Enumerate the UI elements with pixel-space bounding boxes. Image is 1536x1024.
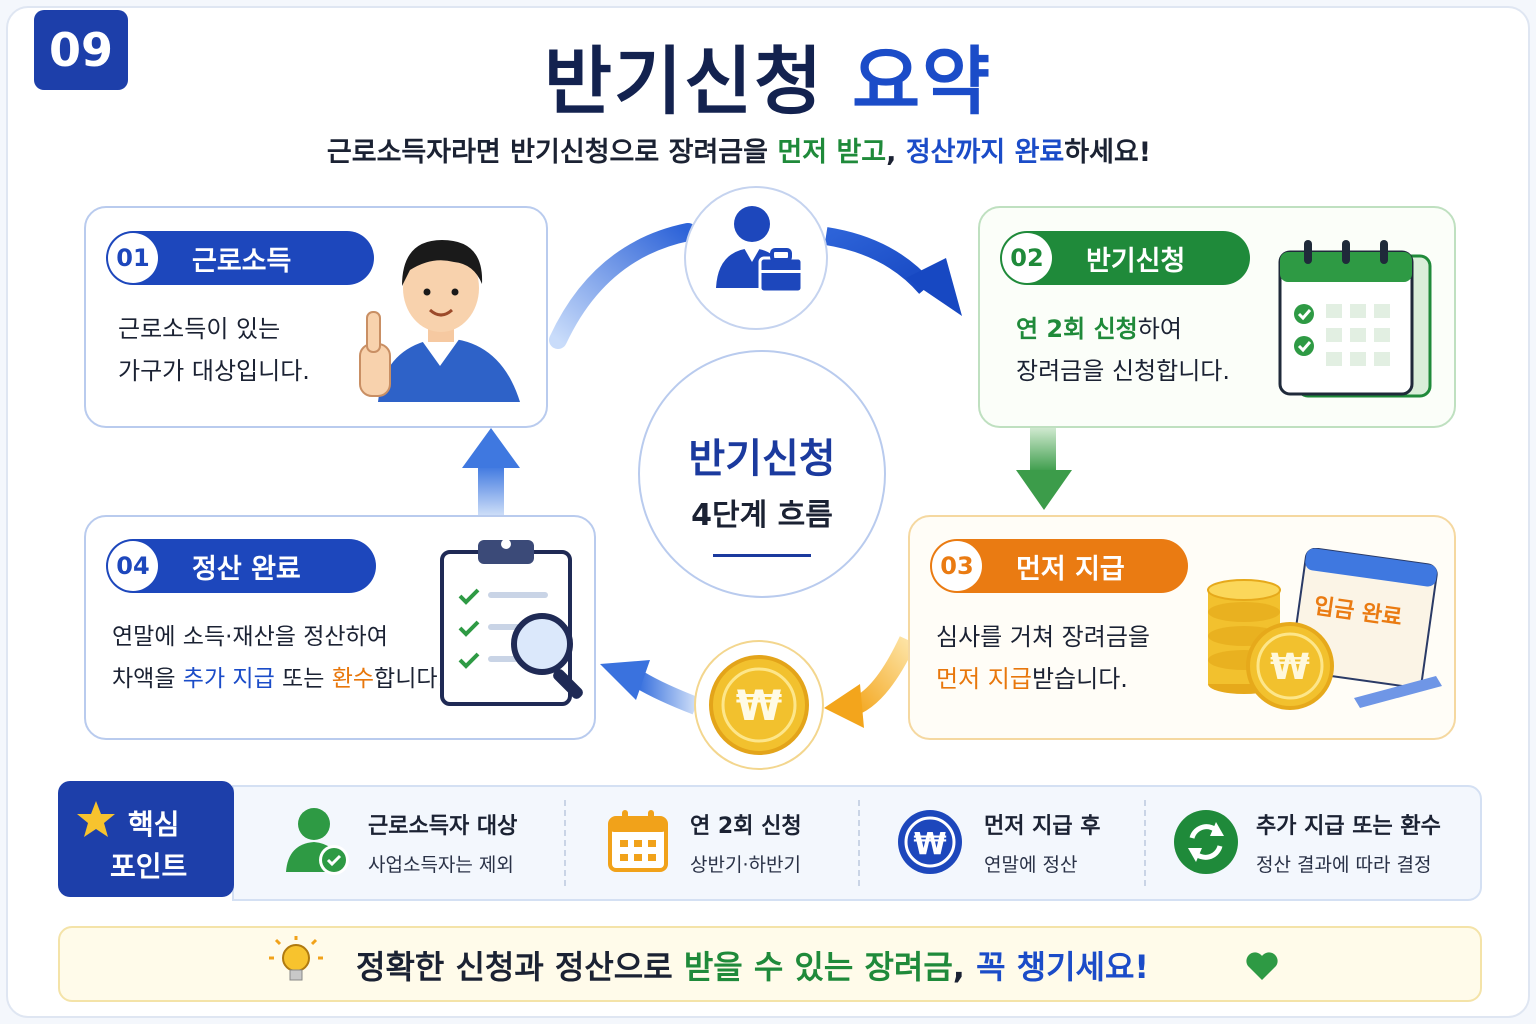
- page-title: 반기신청 요약: [0, 22, 1536, 129]
- tip-highlight-benefit: 받을 수 있는 장려금: [683, 948, 953, 986]
- step-pill-1: 01 근로소득: [106, 231, 374, 285]
- tip-text-1: 정확한 신청과 정산으로: [356, 948, 684, 986]
- step-number-3: 03: [932, 541, 982, 591]
- key-point-4-sub: 정산 결과에 따라 결정: [1256, 854, 1432, 876]
- star-icon: [77, 801, 115, 837]
- step-label-3: 먼저 지급: [1016, 553, 1125, 585]
- key-points-label-line1: 핵심: [128, 808, 180, 841]
- center-summary-circle: 반기신청 4단계 흐름: [638, 350, 886, 598]
- step-desc-3-highlight: 먼저 지급: [936, 665, 1032, 693]
- step-pill-4: 04 정산 완료: [106, 539, 376, 593]
- key-point-2-title: 연 2회 신청: [690, 814, 802, 839]
- key-point-3-title: 먼저 지급 후: [984, 814, 1101, 839]
- section-number-badge: 09: [34, 10, 128, 90]
- step-desc-3-line2: 먼저 지급받습니다.: [936, 658, 1150, 700]
- calendar-check-icon: [1278, 240, 1432, 398]
- key-points-label: 핵심 포인트: [58, 781, 234, 897]
- key-point-divider-2: [858, 800, 860, 886]
- coins-and-deposit-icon: ₩: [1207, 548, 1442, 710]
- step-desc-2: 연 2회 신청하여 장려금을 신청합니다.: [1016, 308, 1230, 392]
- svg-text:₩: ₩: [736, 681, 782, 730]
- step-number-1: 01: [108, 233, 158, 283]
- step-desc-4: 연말에 소득·재산을 정산하여 차액을 추가 지급 또는 환수합니다.: [112, 616, 445, 700]
- refresh-icon: [1174, 810, 1238, 874]
- step-desc-1: 근로소득이 있는 가구가 대상입니다.: [118, 308, 310, 392]
- arrow-shaft-6: [478, 466, 504, 516]
- step-number-2: 02: [1002, 233, 1052, 283]
- tip-text: 정확한 신청과 정산으로 받을 수 있는 장려금, 꼭 챙기세요!: [356, 942, 1149, 988]
- subtitle-highlight-settle: 정산까지 완료: [905, 137, 1065, 168]
- tip-highlight-claim: 꼭 챙기세요!: [976, 948, 1150, 986]
- step-label-2: 반기신청: [1086, 245, 1186, 277]
- arrow-arc-5: [635, 672, 700, 715]
- step-desc-1-line2: 가구가 대상입니다.: [118, 357, 310, 385]
- step-desc-4-text-a: 차액을: [112, 666, 183, 692]
- center-subtitle: 4단계 흐름: [691, 498, 833, 533]
- svg-text:₩: ₩: [1270, 647, 1310, 688]
- key-point-1: 근로소득자 대상 사업소득자는 제외: [368, 808, 517, 877]
- svg-text:₩: ₩: [913, 827, 946, 862]
- arrow-head-6: [462, 428, 520, 468]
- subtitle: 근로소득자라면 반기신청으로 장려금을 먼저 받고, 정산까지 완료하세요!: [0, 130, 1478, 169]
- worker-pointing-icon: [359, 240, 520, 402]
- arrow-head-5: [600, 660, 650, 700]
- won-coin-icon: ₩: [709, 655, 809, 755]
- step-label-4: 정산 완료: [192, 553, 301, 585]
- key-point-3: 먼저 지급 후 연말에 정산: [984, 808, 1101, 877]
- step-pill-3: 03 먼저 지급: [930, 539, 1188, 593]
- arrow-arc-1: [549, 223, 697, 349]
- key-point-1-sub: 사업소득자는 제외: [368, 854, 514, 876]
- key-point-4: 추가 지급 또는 환수 정산 결과에 따라 결정: [1256, 808, 1441, 877]
- key-point-4-title: 추가 지급 또는 환수: [1256, 814, 1441, 839]
- step-desc-3: 심사를 거쳐 장려금을 먼저 지급받습니다.: [936, 616, 1150, 700]
- key-point-1-title: 근로소득자 대상: [368, 814, 518, 839]
- center-underline: [713, 554, 811, 557]
- step-desc-3-line2-rest: 받습니다.: [1031, 665, 1128, 693]
- step-desc-2-line1: 연 2회 신청하여: [1016, 308, 1230, 350]
- step-pill-2: 02 반기신청: [1000, 231, 1250, 285]
- center-title: 반기신청: [688, 436, 836, 482]
- won-currency-icon: ₩: [898, 810, 962, 874]
- key-points-panel: [232, 785, 1482, 901]
- lightbulb-icon: [269, 936, 323, 981]
- step-desc-4-highlight-extra-pay: 추가 지급: [182, 666, 275, 692]
- step-desc-4-highlight-refund: 환수: [331, 666, 375, 692]
- heart-icon: [1246, 952, 1278, 980]
- step-label-1: 근로소득: [192, 245, 292, 277]
- arrow-head-4: [824, 684, 864, 728]
- arrow-head-3: [1016, 470, 1072, 510]
- title-part2: 요약: [851, 39, 993, 125]
- title-part1: 반기신청: [543, 39, 825, 125]
- subtitle-text-1: 근로소득자라면 반기신청으로 장려금을: [326, 137, 778, 168]
- subtitle-text-2: ,: [886, 137, 906, 168]
- subtitle-highlight-pay-first: 먼저 받고: [777, 137, 887, 168]
- calendar-icon: [608, 810, 668, 872]
- step-desc-4-text-e: 합니다.: [374, 666, 445, 692]
- clipboard-magnifier-icon: [440, 539, 583, 706]
- person-check-icon: [286, 808, 349, 875]
- key-point-3-sub: 연말에 정산: [984, 854, 1078, 876]
- subtitle-text-3: 하세요!: [1064, 137, 1152, 168]
- arrow-head-2: [906, 258, 962, 316]
- step-desc-3-line1: 심사를 거쳐 장려금을: [936, 623, 1150, 651]
- step-desc-4-line1: 연말에 소득·재산을 정산하여: [112, 624, 388, 650]
- key-point-divider-3: [1144, 800, 1146, 886]
- step-number-4: 04: [108, 541, 158, 591]
- key-point-2: 연 2회 신청 상반기·하반기: [690, 808, 802, 877]
- step-desc-2-highlight: 연 2회 신청: [1016, 315, 1138, 343]
- step-desc-4-text-c: 또는: [274, 666, 332, 692]
- key-points-label-line2: 포인트: [110, 850, 188, 883]
- step-desc-1-line1: 근로소득이 있는: [118, 315, 281, 343]
- step-desc-4-line2: 차액을 추가 지급 또는 환수합니다.: [112, 658, 445, 700]
- step-desc-2-line2: 장려금을 신청합니다.: [1016, 357, 1230, 385]
- step-desc-2-line1-rest: 하여: [1137, 315, 1182, 343]
- tip-text-2: ,: [952, 948, 977, 986]
- key-point-2-sub: 상반기·하반기: [690, 854, 801, 876]
- key-point-divider-1: [564, 800, 566, 886]
- worker-briefcase-icon: [716, 206, 804, 294]
- arrow-shaft-3: [1030, 428, 1056, 472]
